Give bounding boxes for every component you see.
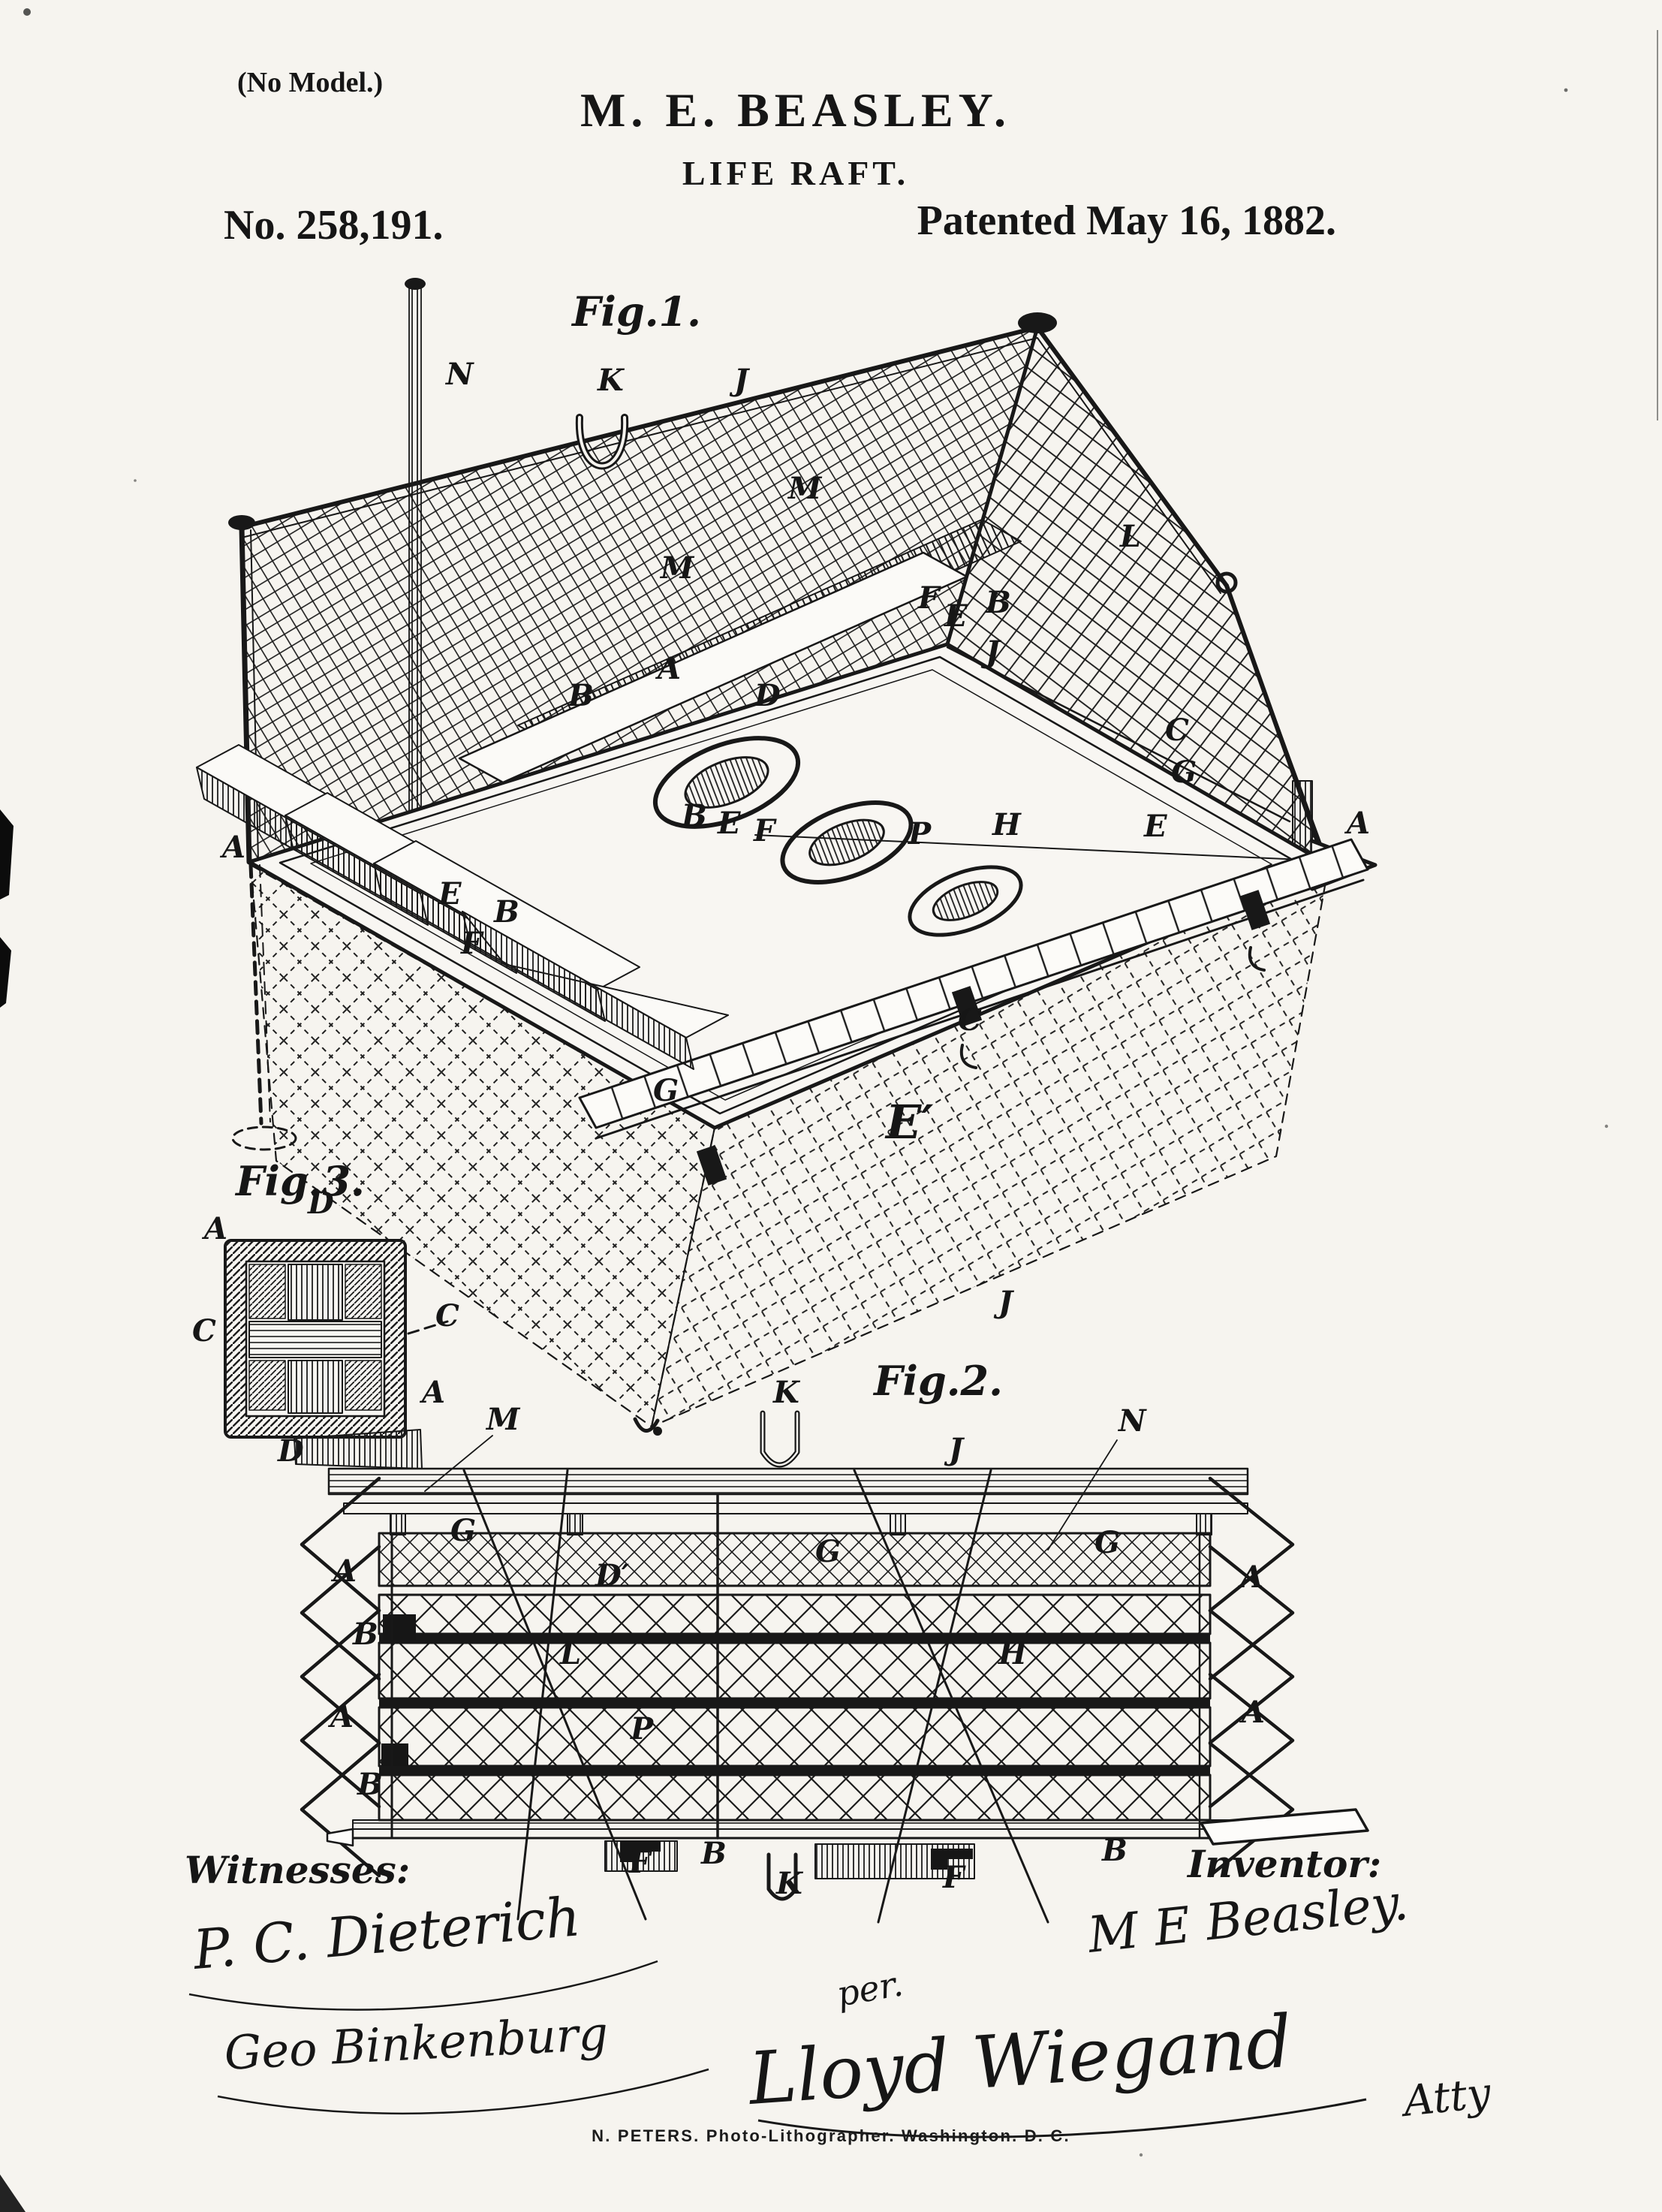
part-label: E (1143, 809, 1167, 844)
part-label: C (435, 1298, 459, 1334)
part-label: A (655, 651, 681, 686)
part-label: P (630, 1711, 655, 1746)
witnesses-heading: Witnesses: (185, 1848, 410, 1892)
part-label: G (1094, 1525, 1120, 1560)
part-label: A (201, 1211, 227, 1246)
part-label: M (787, 471, 823, 506)
part-label: A (419, 1375, 445, 1410)
part-label: B (700, 1836, 727, 1871)
figure-3-caption: Fig.3. (234, 1157, 365, 1205)
part-label: G (1171, 755, 1197, 790)
right-skid (1200, 1808, 1369, 1846)
part-label: A (1239, 1695, 1265, 1730)
header: (No Model.) M. E. BEASLEY. LIFE RAFT. No… (224, 67, 1336, 249)
part-label: G (815, 1534, 841, 1569)
part-label: J (993, 1285, 1015, 1320)
part-label: C (1165, 713, 1189, 748)
part-label: E′ (884, 1095, 934, 1150)
net-band-4 (378, 1706, 1212, 1767)
gangway-plank-white (458, 551, 968, 784)
part-label: L (559, 1636, 581, 1671)
inventor-name-heading: M. E. BEASLEY. (580, 83, 1011, 137)
inventor-heading: Inventor: (1186, 1842, 1381, 1886)
part-label: L (1119, 519, 1141, 554)
corner-post-back (945, 325, 1040, 646)
part-label: B (985, 585, 1011, 620)
part-label: H (998, 1636, 1028, 1671)
part-label: B (357, 1767, 383, 1802)
attorney-signature: Lloyd Wiegand (745, 2000, 1295, 2121)
net-band-5 (378, 1774, 1212, 1822)
top-spar (327, 1467, 1249, 1496)
left-end-chevrons (300, 1476, 381, 1878)
part-label: C (958, 1002, 982, 1038)
scan-artifacts (0, 8, 1658, 2212)
part-label: F (917, 580, 941, 616)
part-label: E (944, 598, 968, 634)
bag-bottom-hook (633, 1417, 660, 1433)
part-label: N (1117, 1403, 1147, 1439)
no-model-note: (No Model.) (237, 67, 383, 98)
part-label: D (307, 1186, 334, 1221)
part-label: P (908, 816, 932, 851)
part-label: A (327, 1699, 354, 1734)
part-label: C (192, 1313, 216, 1349)
band-clamps (696, 890, 1271, 1186)
part-label: K (597, 363, 625, 398)
signal-pole (408, 285, 422, 864)
attorney-title: Atty (1398, 2069, 1495, 2126)
part-label: B (493, 894, 519, 930)
witness-signature-1: P. C. Dieterich (189, 1885, 583, 1981)
part-label: B (352, 1617, 378, 1652)
part-label: B (1101, 1833, 1128, 1868)
part-label: D (754, 678, 781, 713)
part-label: D′ (595, 1558, 630, 1593)
part-label: A (1344, 806, 1370, 841)
net-band-top (378, 1532, 1212, 1587)
hook-k-bottom (766, 1852, 798, 1901)
part-label: A (219, 830, 245, 865)
net-band-3 (378, 1641, 1212, 1700)
part-label: F (753, 813, 777, 848)
figure-1-caption: Fig.1. (571, 288, 701, 336)
figure-2-caption: Fig.2. (872, 1357, 1003, 1405)
boarding-slats (196, 744, 729, 1070)
part-label: G (450, 1513, 476, 1548)
part-label: A (330, 1554, 357, 1589)
part-label: F (942, 1860, 966, 1895)
part-label: K (775, 1866, 804, 1901)
part-label: K (772, 1375, 801, 1410)
part-label: H (992, 807, 1022, 842)
part-label: J (729, 363, 751, 398)
part-label: M (485, 1402, 521, 1437)
inventor-signature: M E Beasley. (1085, 1873, 1411, 1964)
part-label: E (717, 806, 741, 841)
net-bag-right-face (650, 863, 1330, 1428)
witness-signature-2: Geo Binkenburg (223, 2006, 610, 2081)
lithographer-credit: N. PETERS. Photo-Lithographer. Washingto… (592, 2126, 1070, 2145)
part-label: A (1237, 1560, 1263, 1595)
part-label: F (460, 926, 484, 961)
part-label: M (659, 550, 695, 586)
per-label: per. (834, 1963, 906, 2015)
part-label: B (681, 798, 707, 833)
part-label: G (653, 1073, 679, 1108)
part-label: N (444, 357, 474, 392)
part-label: F (628, 1845, 652, 1880)
right-end-chevrons (1208, 1476, 1295, 1878)
part-label: E (438, 876, 462, 912)
patent-number: No. 258,191. (224, 202, 443, 249)
patent-date: Patented May 16, 1882. (917, 197, 1336, 244)
net-band-2 (378, 1593, 1212, 1635)
invention-title: LIFE RAFT. (682, 154, 909, 192)
signature-block: Witnesses: Inventor: P. C. Dieterich Geo… (185, 1842, 1495, 2138)
part-label: J (944, 1432, 965, 1467)
part-label: B (568, 678, 594, 713)
deck-hatch-openings (652, 736, 1023, 937)
